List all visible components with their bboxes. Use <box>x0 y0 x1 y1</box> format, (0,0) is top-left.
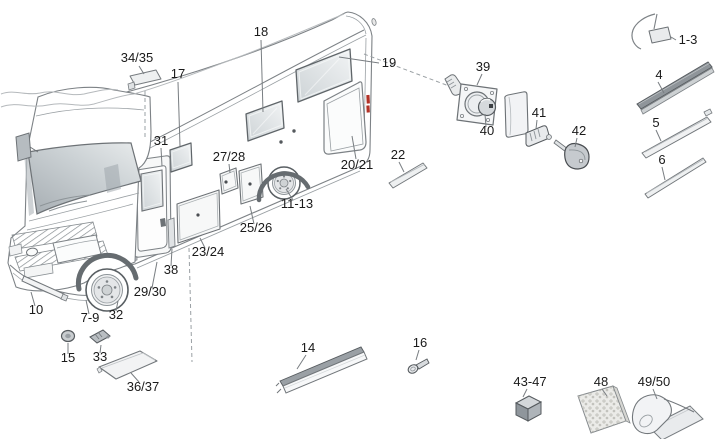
part-49-50 <box>631 394 704 439</box>
callout-32: 32 <box>109 307 123 322</box>
window-17 <box>169 142 193 173</box>
callout-20-21: 20/21 <box>341 157 374 172</box>
part-5 <box>641 108 713 159</box>
rear-cap-line <box>345 15 367 35</box>
callout-11-13: 11-13 <box>281 196 313 211</box>
side-mirror <box>15 132 39 162</box>
cab-roof-crease <box>35 107 145 117</box>
part-22 <box>388 162 428 189</box>
wiper <box>48 200 88 212</box>
wiper <box>39 194 91 207</box>
hatch-23-24 <box>176 189 221 244</box>
rear-wheel <box>256 166 311 203</box>
callout-22: 22 <box>391 147 405 162</box>
dashed-line-sill <box>188 247 193 363</box>
door-trim-38 <box>167 217 176 249</box>
cab <box>7 86 152 301</box>
door-window <box>140 169 164 212</box>
callout-39: 39 <box>476 59 490 74</box>
part-48 <box>577 385 631 434</box>
skirt-line <box>136 170 361 269</box>
lock-cylinder-41 <box>525 125 552 147</box>
callout-42: 42 <box>572 123 586 138</box>
callout-29-30: 29/30 <box>134 284 167 299</box>
callout-25-26: 25/26 <box>240 220 273 235</box>
a-pillar-trim <box>24 150 34 216</box>
part-14 <box>275 346 368 394</box>
callout-16: 16 <box>413 335 427 350</box>
fog-light <box>8 243 23 257</box>
callout-49-50: 49/50 <box>638 374 671 389</box>
callout-10: 10 <box>29 302 43 317</box>
window-18 <box>245 100 285 142</box>
part-34-35 <box>127 69 162 91</box>
callout-1-3: 1-3 <box>679 32 698 47</box>
dashed-line-lock <box>363 53 450 87</box>
detached-parts <box>21 13 715 439</box>
body-fastener-dot <box>279 140 283 144</box>
callout-43-47: 43-47 <box>513 374 546 389</box>
rear-accent-stripes <box>366 94 370 113</box>
callout-19: 19 <box>382 55 396 70</box>
roof-awning-rail <box>139 29 367 153</box>
callout-23-24: 23/24 <box>192 244 225 259</box>
callout-14: 14 <box>301 340 315 355</box>
callout-18: 18 <box>254 24 268 39</box>
rear-fender-arch <box>256 171 311 203</box>
part-1-3 <box>631 13 672 50</box>
callout-31: 31 <box>154 133 168 148</box>
part-10 <box>21 275 69 302</box>
license-plate <box>23 262 54 279</box>
callout-41: 41 <box>532 105 546 120</box>
door-handle <box>160 218 166 227</box>
lock-knob-40 <box>477 97 497 117</box>
lock-39 <box>444 74 529 138</box>
callout-5: 5 <box>652 115 659 130</box>
callout-7-9: 7-9 <box>81 310 100 325</box>
part-43-47 <box>514 395 543 422</box>
callout-48: 48 <box>594 374 608 389</box>
callout-40: 40 <box>480 123 494 138</box>
part-36-37 <box>96 350 158 380</box>
callout-36-37: 36/37 <box>127 379 160 394</box>
windshield <box>27 142 142 215</box>
hood-crease <box>26 203 134 231</box>
wavy-break-line <box>0 13 345 108</box>
leader-lines <box>30 36 677 400</box>
callout-17: 17 <box>171 66 185 81</box>
part-15 <box>60 329 76 343</box>
part-4 <box>636 61 715 115</box>
motorhome-illustration <box>0 11 377 312</box>
rear-marker-light <box>371 18 377 26</box>
screw-16 <box>407 358 430 374</box>
callout-34-35: 34/35 <box>121 50 154 65</box>
front-wheel <box>75 252 139 312</box>
front-fender-arch <box>75 252 139 292</box>
hatch-27-28 <box>219 167 239 195</box>
hood-crease <box>28 192 140 222</box>
part-6 <box>644 157 707 199</box>
inside-mirror <box>104 164 121 193</box>
rear-door-20-21 <box>323 81 367 155</box>
part-33 <box>89 329 111 344</box>
callout-27-28: 27/28 <box>213 149 246 164</box>
brand-badge <box>26 247 38 257</box>
grille-upper <box>11 221 98 250</box>
callout-6: 6 <box>658 152 665 167</box>
callout-38: 38 <box>164 262 178 277</box>
callout-labels: 34/35 17 18 19 1-3 4 5 6 39 40 41 42 22 … <box>29 24 698 394</box>
callout-33: 33 <box>93 349 107 364</box>
key-42 <box>553 139 590 170</box>
callout-15: 15 <box>61 350 75 365</box>
body-fastener-dot <box>292 129 296 133</box>
lock-cover <box>504 91 529 138</box>
window-19 <box>295 48 353 103</box>
callout-4: 4 <box>655 67 662 82</box>
